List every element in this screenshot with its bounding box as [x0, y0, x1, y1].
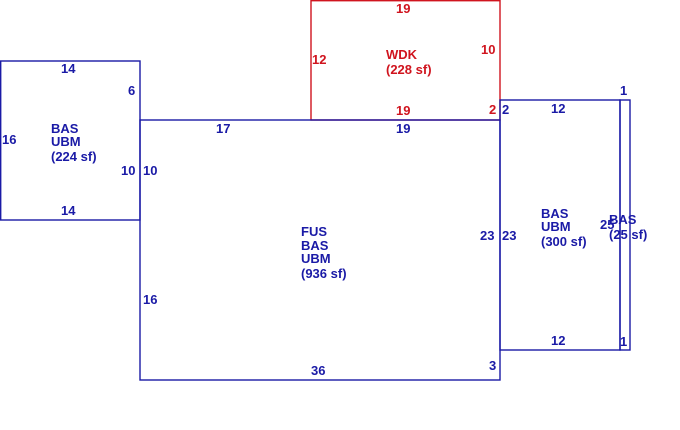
main-right-dimension: 23 — [480, 228, 494, 243]
right-bas-top-dimension: 12 — [551, 101, 565, 116]
left-bas-left-dimension: 16 — [2, 132, 16, 147]
right-bas-right-dimension: 25 — [600, 217, 614, 232]
small-bas-outline — [619, 99, 631, 351]
left-bas-right-upper-dimension: 6 — [128, 83, 135, 98]
right-bas-bottom-dimension: 12 — [551, 333, 565, 348]
wdk-right-bottom-dimension: 2 — [489, 102, 496, 117]
wdk-left-dimension: 12 — [312, 52, 326, 67]
right-bas-left-dimension: 23 — [502, 228, 516, 243]
main-fus-area-label: FUS BAS UBM (936 sf) — [301, 224, 347, 281]
main-top-right-dimension: 19 — [396, 121, 410, 136]
left-bas-area-label: BAS UBM (224 sf) — [51, 121, 97, 164]
small-bas-bottom-dimension: 1 — [620, 334, 627, 349]
main-left-upper-dimension: 10 — [143, 163, 157, 178]
right-bas-top-left-dimension: 2 — [502, 102, 509, 117]
main-right-bottom-dimension: 3 — [489, 358, 496, 373]
small-bas-area-label: BAS (25 sf) — [609, 212, 647, 242]
main-left-lower-dimension: 16 — [143, 292, 157, 307]
wdk-right-dimension: 10 — [481, 42, 495, 57]
wdk-area-label: WDK (228 sf) — [386, 47, 432, 77]
right-bas-area-label: BAS UBM (300 sf) — [541, 206, 587, 249]
main-bottom-dimension: 36 — [311, 363, 325, 378]
wdk-top-dimension: 19 — [396, 1, 410, 16]
wdk-bottom-dimension: 19 — [396, 103, 410, 118]
left-bas-bottom-dimension: 14 — [61, 203, 76, 218]
left-bas-right-lower-dimension: 10 — [121, 163, 135, 178]
main-top-left-dimension: 17 — [216, 121, 230, 136]
left-bas-top-dimension: 14 — [61, 61, 76, 76]
small-bas-top-dimension: 1 — [620, 83, 627, 98]
